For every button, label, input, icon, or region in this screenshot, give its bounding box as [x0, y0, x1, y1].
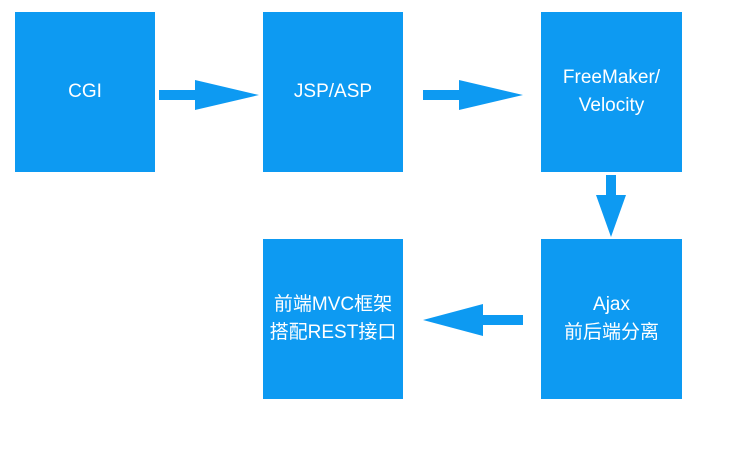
- node-mvc-rest-label-line1: 前端MVC框架: [273, 294, 393, 315]
- node-freemaker-velocity: FreeMaker/ Velocity: [541, 12, 682, 172]
- node-ajax-label-line1: Ajax: [593, 294, 630, 315]
- node-mvc-rest: 前端MVC框架 搭配REST接口: [263, 239, 403, 399]
- node-jsp-asp: JSP/ASP: [263, 12, 403, 172]
- arrow-freemaker-to-ajax: [596, 175, 626, 237]
- node-freemaker-velocity-label-line1: FreeMaker/: [562, 67, 661, 88]
- node-ajax: Ajax 前后端分离: [541, 239, 682, 399]
- node-ajax-label-line2: 前后端分离: [563, 322, 659, 343]
- node-mvc-rest-label-line2: 搭配REST接口: [269, 322, 397, 343]
- arrow-ajax-to-mvc-rest: [423, 304, 523, 336]
- arrow-cgi-to-jsp-asp: [159, 80, 259, 110]
- node-cgi-label: CGI: [68, 81, 102, 102]
- node-cgi: CGI: [15, 12, 155, 172]
- arrow-jsp-asp-to-freemaker: [423, 80, 523, 110]
- node-freemaker-velocity-label-line2: Velocity: [578, 95, 645, 116]
- node-jsp-asp-label: JSP/ASP: [293, 81, 373, 102]
